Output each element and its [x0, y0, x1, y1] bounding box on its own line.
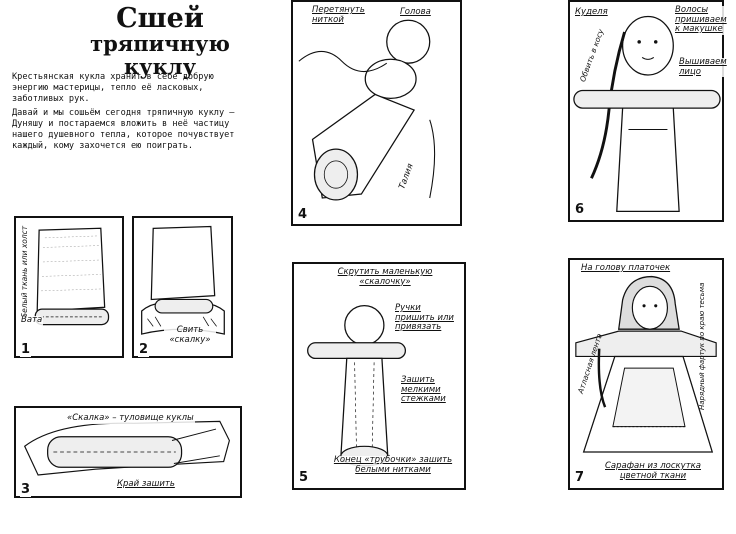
intro-text: Крестьянская кукла хранит в себе добрую …	[12, 72, 240, 155]
step-panel-5: Скрутить маленькую «скалочку» Ручки приш…	[292, 262, 466, 490]
step4-tie-label: Перетянуть ниткой	[311, 5, 383, 25]
step7-headscarf-label: На голову платочек	[580, 263, 672, 274]
fabric-roll-illustration	[34, 227, 110, 326]
intro-paragraph-1: Крестьянская кукла хранит в себе добрую …	[12, 72, 214, 104]
step-panel-1: Белый ткань или холст Вата 1	[14, 216, 124, 358]
step5-stitch-label: Зашить мелкими стежками	[400, 375, 464, 405]
step2-roll-label: Свить «скалку»	[164, 325, 216, 345]
title-line-2: тряпичную куклу	[90, 31, 230, 79]
step5-tube-end-label: Конец «трубочки» зашить белыми нитками	[322, 455, 464, 475]
step7-sarafan-label: Сарафан из лоскутка цветной ткани	[592, 461, 714, 481]
arms-illustration	[307, 305, 407, 467]
step6-hair-label: Волосы пришиваем к макушке	[674, 5, 727, 35]
step6-face-label: Вышиваем лицо	[678, 57, 727, 77]
step-panel-4: Перетянуть ниткой Голова Талия 4	[291, 0, 462, 226]
step3-body-label: «Скалка» – туловище куклы	[66, 413, 195, 424]
step1-number: 1	[20, 342, 32, 357]
step7-apron-label: Нарядный фартук по краю тесьма	[698, 282, 706, 410]
step6-flax-label: Куделя	[574, 7, 609, 18]
step4-head-label: Голова	[399, 7, 432, 18]
step-panel-2: Свить «скалку» 2	[132, 216, 233, 358]
step1-fabric-label: Белый ткань или холст	[20, 225, 29, 318]
step1-wadding-label: Вата	[20, 315, 44, 326]
step7-number: 7	[574, 470, 586, 485]
step2-number: 2	[138, 342, 150, 357]
hair-face-illustration	[573, 15, 721, 212]
roll-body-illustration	[23, 420, 231, 476]
step6-number: 6	[574, 202, 586, 217]
step3-sew-edge-label: Край зашить	[116, 479, 176, 490]
step4-number: 4	[297, 207, 309, 222]
title-line-1: Сшей	[116, 3, 204, 34]
step5-number: 5	[298, 470, 310, 485]
intro-paragraph-2: Давай и мы сошьём сегодня тряпичную кукл…	[12, 108, 235, 151]
step-panel-7: На голову платочек Атласная лента Нарядн…	[568, 258, 724, 490]
step3-number: 3	[20, 482, 32, 497]
step-panel-6: Куделя Обвить в косу Волосы пришиваем к …	[568, 0, 727, 222]
tie-head-illustration	[298, 19, 436, 201]
step5-arms-label: Ручки пришить или привязать	[394, 303, 456, 333]
page-title: Сшей тряпичную куклу	[60, 4, 260, 79]
dressed-doll-illustration	[575, 275, 717, 453]
rolling-hands-illustration	[141, 225, 225, 335]
step5-small-roll-label: Скрутить маленькую «скалочку»	[314, 267, 456, 287]
step-panel-3: «Скалка» – туловище куклы Край зашить 3	[14, 406, 242, 498]
